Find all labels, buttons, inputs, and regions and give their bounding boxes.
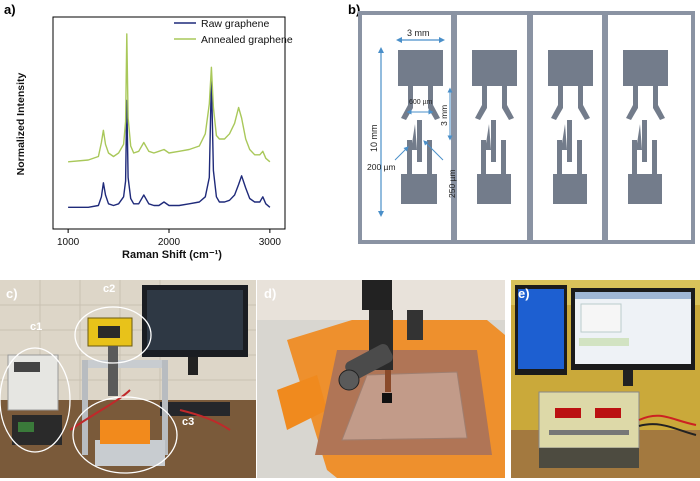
x-tick-label: 2000 [158, 237, 181, 248]
electrode-device [548, 50, 593, 204]
device-schematic: 3 mm 10 mm 600 µm 3 mm 200 µm 250 µm [358, 11, 695, 244]
dim-label-600um: 600 µm [409, 99, 433, 106]
legend-label-annealed: Annealed graphene [201, 34, 293, 46]
separator-bar [602, 13, 608, 242]
series-layer [68, 33, 271, 209]
setup-illustration: c1 c2 c3 [0, 280, 256, 478]
panel-label-d: d) [264, 286, 277, 301]
panel-label-c: c) [6, 286, 18, 301]
electrode-device [623, 50, 668, 204]
x-tick-label: 1000 [57, 237, 80, 248]
photo-e-measurement [511, 280, 700, 478]
dim-pointer-250um [423, 140, 444, 161]
dim-label-3mm-length: 3 mm [439, 105, 449, 126]
callout-c2: c2 [103, 283, 115, 295]
electrode-device [398, 50, 443, 204]
printing-illustration [257, 280, 505, 478]
plot-frame [52, 16, 286, 230]
dim-label-10mm: 10 mm [369, 124, 379, 152]
series-line-annealed [68, 33, 271, 163]
y-axis-label: Normalized Intensity [15, 73, 27, 176]
x-ticks: 1000 2000 3000 [57, 229, 281, 248]
raman-chart: 1000 2000 3000 Raw graphene Annealed graph… [15, 16, 293, 261]
panel-label-b: b) [348, 2, 361, 17]
electrode-device [472, 50, 517, 204]
series-line-raw [68, 77, 271, 209]
measurement-illustration [511, 280, 700, 478]
photo-d-printing [257, 280, 505, 478]
legend-label-raw: Raw graphene [201, 18, 269, 30]
dim-label-3mm-width: 3 mm [407, 28, 430, 38]
photo-c-setup: c1 c2 c3 [0, 280, 256, 478]
separator-bar [527, 13, 533, 242]
dim-label-200um: 200 µm [367, 162, 396, 172]
panel-label-a: a) [4, 2, 16, 17]
callout-c1: c1 [30, 321, 42, 333]
callout-c3: c3 [182, 416, 194, 428]
x-tick-label: 3000 [259, 237, 282, 248]
panel-label-e: e) [518, 286, 530, 301]
separator-bar [451, 13, 457, 242]
x-axis-label: Raman Shift (cm⁻¹) [122, 249, 222, 261]
dim-pointer-200um [394, 146, 409, 161]
dim-label-250um: 250 µm [447, 169, 457, 198]
